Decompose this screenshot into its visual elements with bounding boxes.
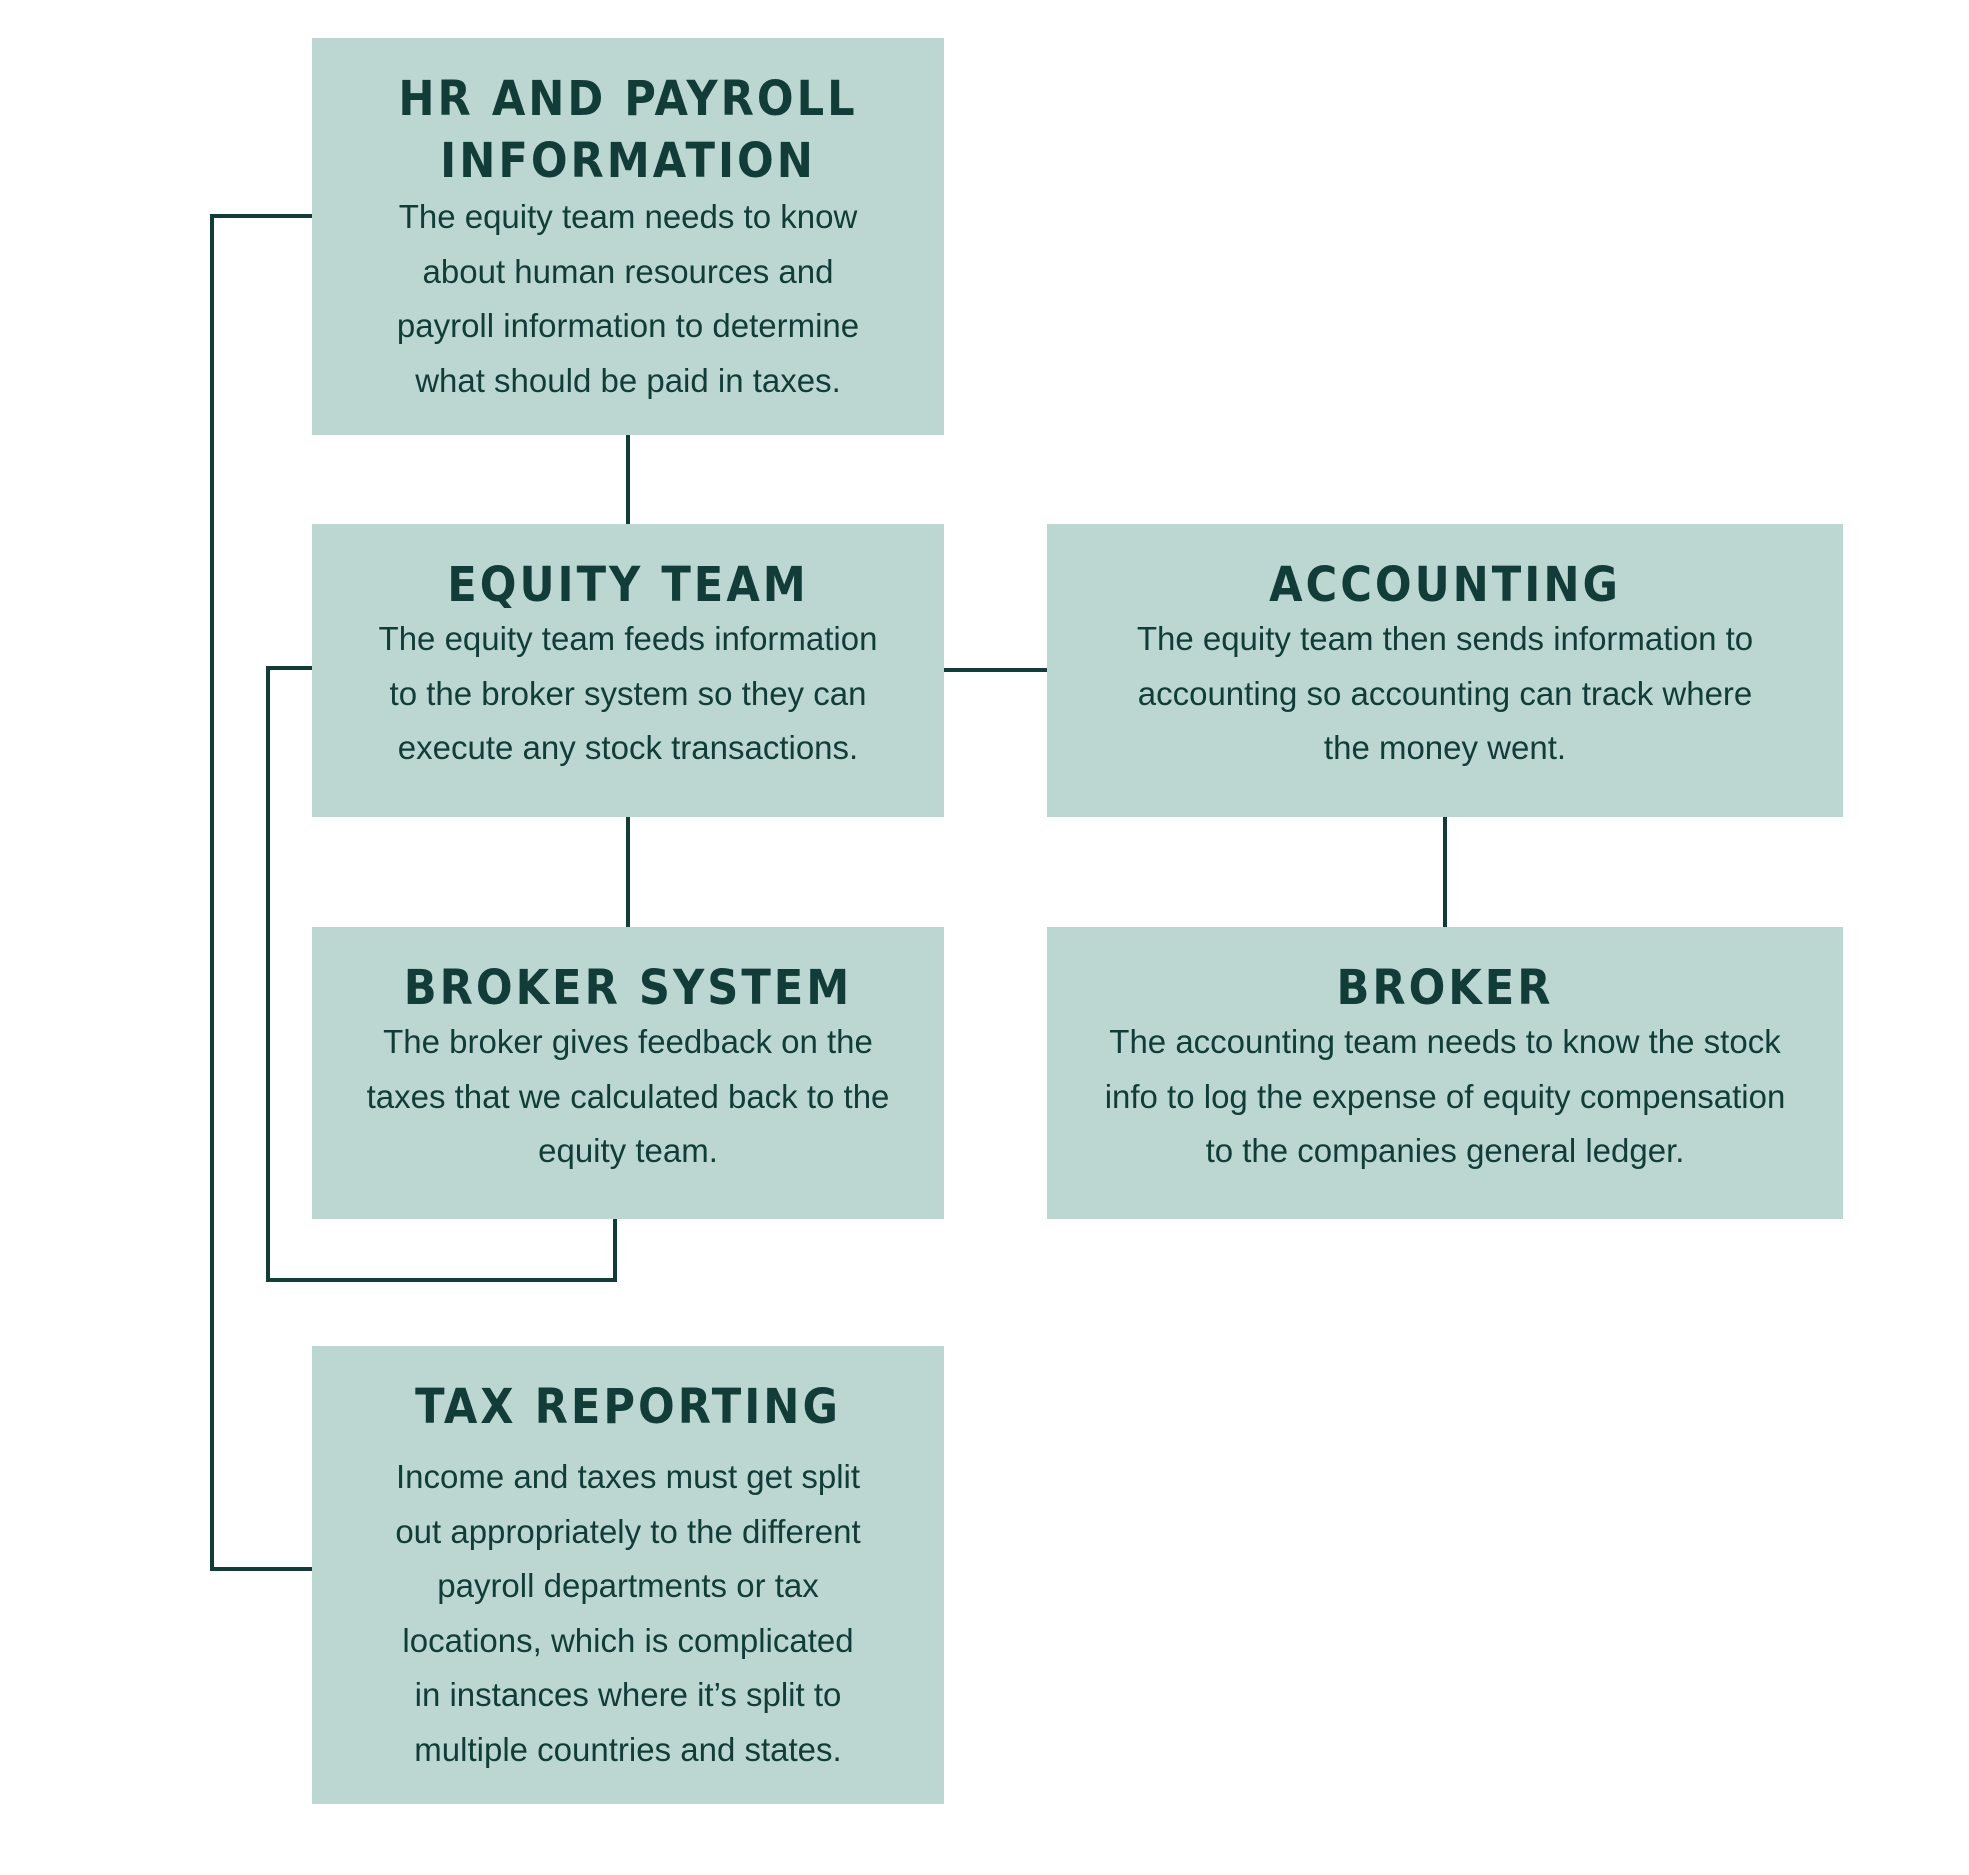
tax-reporting-description: Income and taxes must get split out appr…	[395, 1458, 861, 1768]
broker-title: BROKER	[1336, 960, 1554, 1016]
hr-payroll-box: HR AND PAYROLL INFORMATION The equity te…	[312, 38, 944, 435]
accounting-box: ACCOUNTING The equity team then sends in…	[1047, 524, 1843, 817]
accounting-description: The equity team then sends information t…	[1136, 620, 1754, 766]
broker-system-title: BROKER SYSTEM	[403, 960, 853, 1016]
tax-reporting-box: TAX REPORTING Income and taxes must get …	[312, 1346, 944, 1804]
broker-description: The accounting team needs to know the st…	[1104, 1023, 1786, 1169]
tax-reporting-title: TAX REPORTING	[415, 1379, 841, 1435]
equity-team-box: EQUITY TEAM The equity team feeds inform…	[312, 524, 944, 817]
equity-team-description: The equity team feeds information to the…	[378, 620, 878, 766]
broker-box: BROKER The accounting team needs to know…	[1047, 927, 1843, 1219]
hr-payroll-description: The equity team needs to know about huma…	[396, 198, 860, 399]
arrow-tax-reporting-to-hr	[210, 203, 329, 1571]
hr-payroll-title: HR AND PAYROLL INFORMATION	[398, 71, 858, 189]
broker-system-description: The broker gives feedback on the taxes t…	[366, 1023, 890, 1169]
accounting-title: ACCOUNTING	[1269, 557, 1621, 613]
broker-system-box: BROKER SYSTEM The broker gives feedback …	[312, 927, 944, 1219]
equity-team-title: EQUITY TEAM	[447, 557, 809, 613]
